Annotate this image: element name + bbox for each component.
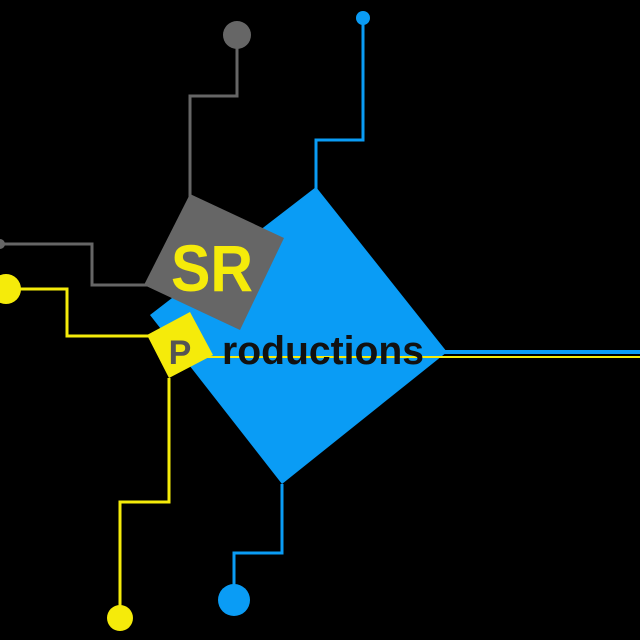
- grey-circuit-top: [188, 21, 251, 200]
- grey-circuit-left: [0, 239, 150, 287]
- logo-productions-text: roductions: [222, 329, 424, 373]
- logo-p-letter: P: [169, 334, 192, 372]
- yellow-circuit-left: [0, 274, 150, 338]
- yellow-square: [147, 312, 213, 378]
- logo-sr-text: SR: [171, 231, 253, 305]
- grey-square: [144, 194, 284, 330]
- blue-circuit-top: [314, 11, 370, 190]
- yellow-circuit-bottom: [107, 378, 171, 631]
- blue-circuit-bottom: [218, 484, 284, 616]
